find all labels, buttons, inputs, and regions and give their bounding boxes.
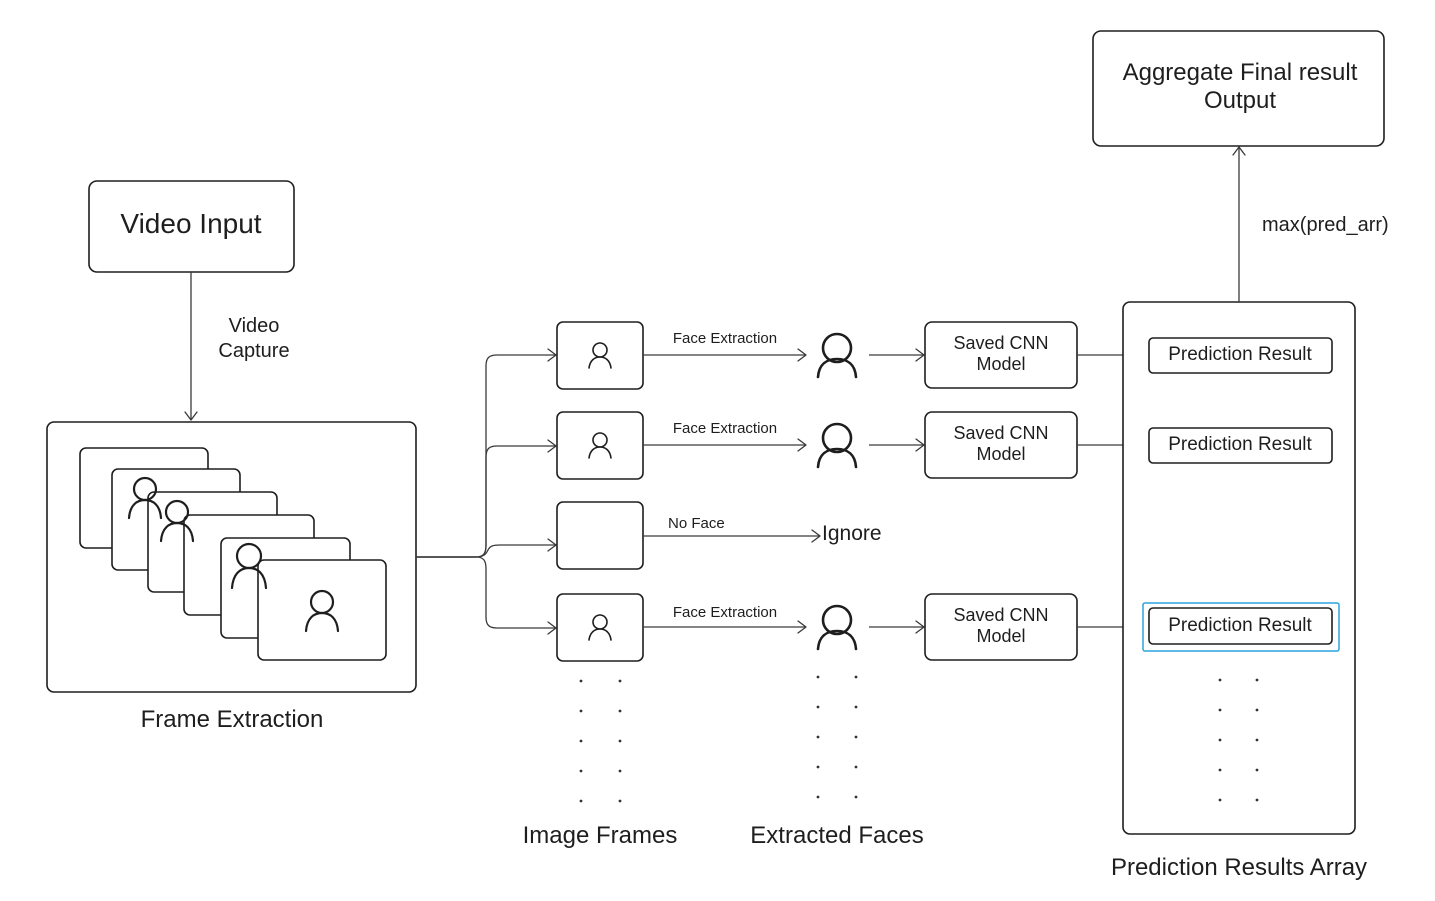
person-icon: [588, 614, 612, 641]
face-extraction-arrowhead: [797, 438, 807, 452]
aggregate-label-line1: Aggregate Final result: [1123, 59, 1358, 86]
prediction-results-array-box: [1122, 301, 1356, 835]
image-frames-caption: Image Frames: [523, 822, 678, 849]
aggregate-label-line2: Output: [1204, 87, 1276, 114]
extracted-faces-caption: Extracted Faces: [750, 822, 923, 849]
image-frame-box: [556, 411, 644, 480]
no-face-arrowhead: [811, 529, 821, 543]
video-input-node: Video Input: [88, 180, 295, 273]
face-extraction-arrowhead: [797, 348, 807, 362]
face-extraction-label: Face Extraction: [673, 330, 777, 347]
face-icon: [816, 332, 858, 379]
model-label-line2: Model: [976, 354, 1025, 374]
ignore-label: Ignore: [822, 522, 882, 545]
frame-extraction-node: Frame Extraction: [46, 421, 417, 733]
selection-highlight: [1142, 602, 1340, 652]
no-face-label: No Face: [668, 515, 725, 532]
face-extraction-label: Face Extraction: [673, 420, 777, 437]
fan-out-arrowhead-3: [547, 538, 557, 552]
image-frame-box: [556, 593, 644, 662]
max-pred-label: max(pred_arr): [1262, 214, 1389, 236]
aggregate-output-node: Aggregate Final result Output: [1092, 30, 1385, 147]
frame-extraction-caption: Frame Extraction: [141, 706, 324, 733]
fan-out-arrow-2: [416, 445, 556, 558]
prediction-results-array-caption: Prediction Results Array: [1111, 854, 1367, 881]
fan-out-arrowhead-2: [547, 439, 557, 453]
model-label-line2: Model: [976, 444, 1025, 464]
face-icon: [816, 604, 858, 651]
ellipsis-dots-icon: [816, 675, 858, 799]
prediction-results-array-node: Prediction Result Prediction Result Pred…: [1111, 301, 1367, 881]
pipeline-row-1: Face Extraction Saved CNN Model: [556, 321, 1149, 390]
max-pred-edge: max(pred_arr): [1232, 146, 1389, 302]
person-icon: [127, 476, 163, 520]
to-model-arrowhead: [915, 620, 925, 634]
stacked-frame: [257, 559, 387, 661]
fan-out-connectors: [416, 348, 557, 635]
to-model-arrowhead: [915, 438, 925, 452]
ellipsis-dots-icon: [579, 679, 622, 803]
aggregate-output-box: [1092, 30, 1385, 147]
model-label-line1: Saved CNN: [953, 333, 1048, 353]
fan-out-arrowhead-1: [547, 348, 557, 362]
prediction-result-box: [1148, 427, 1333, 464]
video-capture-arrowhead: [184, 411, 198, 421]
to-model-arrowhead: [915, 348, 925, 362]
fan-out-arrow-3: [416, 544, 556, 558]
model-label-line1: Saved CNN: [953, 605, 1048, 625]
image-frame-box-empty: [556, 501, 644, 570]
video-input-label: Video Input: [120, 208, 261, 239]
face-extraction-label: Face Extraction: [673, 604, 777, 621]
ellipsis-dots-icon: [1218, 678, 1259, 802]
person-icon: [304, 589, 340, 633]
person-icon: [230, 542, 268, 590]
face-extraction-arrowhead: [797, 620, 807, 634]
video-capture-label-line1: Video: [229, 315, 280, 337]
image-frame-box: [556, 321, 644, 390]
max-pred-arrowhead: [1232, 146, 1246, 156]
model-label-line1: Saved CNN: [953, 423, 1048, 443]
pipeline-row-3: No Face Ignore: [556, 501, 882, 570]
person-icon: [159, 499, 195, 543]
video-capture-edge: Video Capture: [184, 272, 290, 421]
person-icon: [588, 342, 612, 369]
pipeline-row-4: Face Extraction Saved CNN Model: [556, 593, 1149, 662]
model-label-line2: Model: [976, 626, 1025, 646]
prediction-result-box: [1148, 337, 1333, 374]
face-icon: [816, 422, 858, 469]
pipeline-row-2: Face Extraction Saved CNN Model: [556, 411, 1149, 480]
video-capture-label-line2: Capture: [218, 340, 289, 362]
fan-out-arrow-4: [416, 556, 556, 629]
prediction-result-box: [1148, 607, 1333, 645]
prediction-result-label: Prediction Result: [1168, 434, 1312, 455]
prediction-result-label: Prediction Result: [1168, 344, 1312, 365]
prediction-result-label: Prediction Result: [1168, 615, 1312, 636]
fan-out-arrowhead-4: [547, 621, 557, 635]
person-icon: [588, 432, 612, 459]
